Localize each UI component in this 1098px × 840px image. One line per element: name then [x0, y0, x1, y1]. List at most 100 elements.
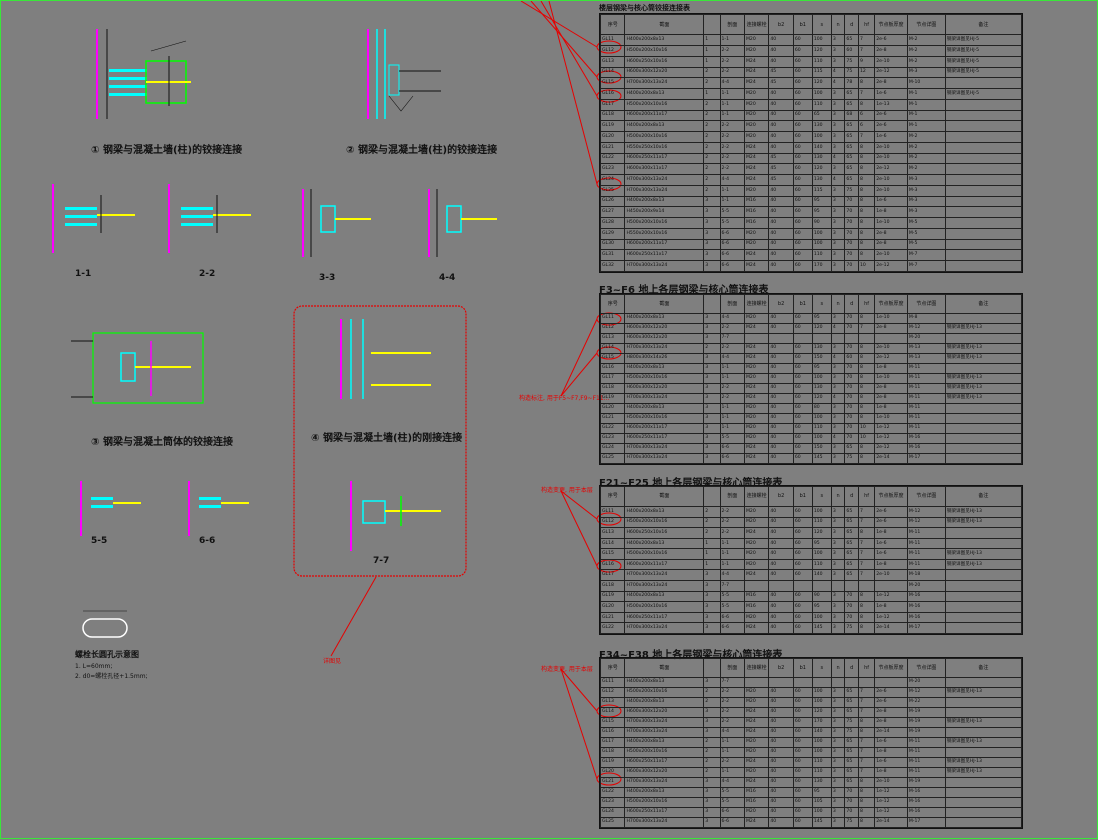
red-note-2: 构造变更, 用于本层: [541, 487, 593, 494]
table-cell: 2-2: [719, 382, 745, 394]
table-cell: 钢梁详图见HJ-5: [944, 55, 1023, 68]
table-cell: 6-6: [719, 816, 745, 829]
table-cell: 150: [811, 352, 832, 364]
table-cell: 45: [768, 174, 794, 186]
table-cell: 2e-12: [874, 442, 908, 454]
table-cell: 60: [792, 786, 813, 798]
table-cell: 3: [830, 362, 846, 374]
table-cell: GL27: [599, 206, 626, 219]
table-cell: 40: [768, 766, 794, 778]
table-cell: 3: [830, 527, 846, 539]
header-cell: [703, 486, 721, 507]
table-cell: 95: [811, 601, 832, 613]
table-cell: [944, 174, 1023, 186]
table-cell: 40: [768, 98, 794, 111]
table-cell: 40: [768, 746, 794, 758]
table-cell: 4: [830, 66, 846, 79]
header-cell: 节点详图: [906, 658, 946, 678]
table-cell: 60: [792, 756, 813, 768]
table-cell: GL12: [599, 322, 626, 334]
table-cell: 3: [830, 766, 846, 778]
table-cell: [811, 332, 832, 344]
table-cell: 60: [792, 392, 813, 404]
header-cell: 截面: [624, 13, 705, 36]
table-cell: 钢梁详图见HJ-13: [944, 716, 1023, 728]
table-cell: 65: [844, 163, 859, 176]
table-cell: 110: [811, 516, 832, 529]
table-cell: H600x300x12x20: [624, 706, 705, 718]
table-cell: 60: [792, 195, 813, 208]
table-cell: 65: [844, 174, 859, 186]
table-cell: M16: [743, 786, 770, 798]
table-cell: 2-2: [719, 120, 745, 133]
table-cell: M-2: [906, 45, 946, 57]
detail-1-caption: ① 钢梁与混凝土墙(柱)的铰接连接: [91, 145, 243, 156]
table-cell: M20: [743, 611, 770, 624]
table-cell: 1e-6: [874, 537, 908, 550]
table-cell: M-12: [906, 686, 946, 698]
table-cell: 2e-10: [874, 174, 908, 186]
table-cell: 60: [792, 706, 813, 718]
table-cell: 40: [768, 622, 794, 634]
table-cell: M-11: [906, 537, 946, 550]
table-cell: 3: [703, 452, 721, 465]
table-cell: [944, 806, 1023, 818]
table-cell: H500x200x10x16: [624, 412, 705, 424]
header-cell: 节点详图: [906, 13, 946, 36]
table-cell: 75: [844, 716, 859, 728]
table-cell: 5-5: [719, 796, 745, 808]
table-cell: 3: [830, 611, 846, 624]
table-cell: M-11: [906, 392, 946, 404]
table-cell: 3: [830, 776, 846, 788]
table-cell: M24: [743, 392, 770, 404]
table-cell: H600x200x11x17: [624, 422, 705, 434]
table-cell: 60: [792, 442, 813, 454]
table-cell: 4: [830, 174, 846, 186]
table-cell: 2-2: [719, 322, 745, 334]
header-cell: d: [844, 486, 859, 507]
table-cell: 100: [811, 611, 832, 624]
table-cell: 65: [844, 548, 859, 560]
table-cell: 70: [844, 322, 859, 334]
table-cell: 145: [811, 452, 832, 465]
table-cell: 100: [811, 412, 832, 424]
header-cell: d: [844, 658, 859, 678]
table-cell: 3: [830, 184, 846, 197]
table-cell: M-19: [906, 726, 946, 738]
table-cell: M24: [743, 726, 770, 738]
table-cell: [768, 580, 794, 592]
table-cell: 钢梁详图见HJ-13: [944, 736, 1023, 748]
table-cell: [944, 816, 1023, 829]
table-cell: 70: [844, 206, 859, 219]
table-cell: 65: [844, 442, 859, 454]
table-cell: 2e-14: [874, 726, 908, 738]
table-cell: M20: [743, 120, 770, 133]
table-cell: 1: [703, 45, 721, 57]
table-cell: M-20: [906, 676, 946, 688]
table-cell: M-11: [906, 382, 946, 394]
table-cell: 2-2: [719, 141, 745, 154]
section-3-3-drawing: [302, 189, 371, 257]
header-cell: 序号: [599, 486, 626, 507]
table-cell: 1e-6: [874, 736, 908, 748]
table-cell: M20: [743, 506, 770, 518]
table-cell: 2: [703, 163, 721, 176]
table-cell: 4: [830, 322, 846, 334]
table-cell: GL23: [599, 796, 626, 808]
table-cell: GL32: [599, 260, 626, 272]
table-cell: GL21: [599, 776, 626, 788]
table-cell: 3: [830, 342, 846, 354]
table-cell: M20: [743, 422, 770, 434]
table-cell: 2-2: [719, 527, 745, 539]
table-cell: M-11: [906, 412, 946, 424]
table-cell: GL22: [599, 152, 626, 165]
table-cell: 40: [768, 736, 794, 748]
table-cell: 1e-12: [874, 806, 908, 818]
table-cell: M24: [743, 141, 770, 154]
table-cell: [844, 580, 859, 592]
